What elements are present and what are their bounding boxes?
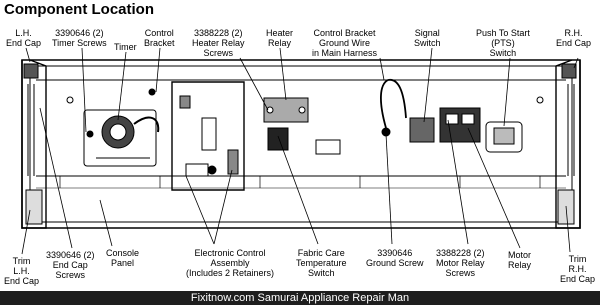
callout-line: Trim — [12, 256, 31, 266]
callout-line: 3388228 (2) — [436, 248, 485, 258]
callout-line: R.H. — [564, 28, 583, 38]
lh-end-cap — [21, 59, 47, 229]
callout-line: Relay — [508, 260, 532, 270]
callout-line: End Cap — [560, 274, 596, 284]
callout-line: End Cap — [556, 38, 592, 48]
callout-line: Bracket — [144, 38, 175, 48]
callout-line: Screws — [445, 268, 476, 278]
callout-line: Control — [144, 28, 174, 38]
timer-drawing — [83, 109, 160, 167]
callout-line: Relay — [268, 38, 292, 48]
callout-line: (PTS) — [491, 38, 515, 48]
callout-pts-switch: Push To Start(PTS)Switch — [476, 28, 530, 58]
callout-line: Switch — [308, 268, 335, 278]
callout-timer-screws: 3390646 (2)Timer Screws — [52, 28, 107, 48]
heater-relay-drawing — [263, 97, 309, 151]
callout-line: R.H. — [568, 264, 587, 274]
callout-line: Heater — [266, 28, 294, 38]
leader-lines — [21, 47, 579, 255]
callout-line: Screws — [203, 48, 234, 58]
callout-line: 3390646 — [377, 248, 413, 258]
callout-line: 3390646 (2) — [46, 250, 95, 260]
callout-line: Assembly — [210, 258, 250, 268]
callout-line: Motor — [508, 250, 532, 260]
callout-line: Timer — [114, 42, 137, 52]
footer-banner: Fixitnow.com Samurai Appliance Repair Ma… — [0, 291, 600, 305]
callout-line: Screws — [55, 270, 86, 280]
motor-relay-drawing — [439, 107, 481, 143]
callout-line: Panel — [111, 258, 135, 268]
callout-line: Signal — [414, 28, 440, 38]
signal-switch-drawing — [409, 117, 435, 143]
callout-line: Console — [106, 248, 140, 258]
callout-line: End Cap — [52, 260, 88, 270]
pts-switch-drawing — [485, 121, 523, 153]
callout-line: Switch — [414, 38, 441, 48]
callout-lh-end-cap: L.H.End Cap — [6, 28, 41, 48]
diagram-title: Component Location — [4, 1, 154, 18]
callout-line: Temperature — [296, 258, 347, 268]
callout-rh-end-cap: R.H.End Cap — [556, 28, 591, 48]
callout-line: Trim — [568, 254, 587, 264]
callout-line: Push To Start — [476, 28, 530, 38]
callout-line: Switch — [489, 48, 517, 58]
callout-line: L.H. — [15, 28, 32, 38]
callout-line: Electronic Control — [194, 248, 266, 258]
callout-line: Ground Wire — [319, 38, 371, 48]
callout-line: (Includes 2 Retainers) — [186, 268, 275, 278]
callout-line: 3390646 (2) — [55, 28, 104, 38]
electronic-control-board — [171, 81, 245, 191]
callout-line: Fabric Care — [297, 248, 345, 258]
ground-wire — [380, 79, 407, 129]
callout-line: End Cap — [6, 38, 42, 48]
callout-line: Ground Screw — [366, 258, 424, 268]
callout-timer: Timer — [114, 42, 137, 52]
callout-line: L.H. — [13, 266, 30, 276]
callout-line: Heater Relay — [192, 38, 245, 48]
callout-line: Control Bracket — [313, 28, 376, 38]
fabric-care-switch-drawing — [315, 139, 341, 155]
callout-line: End Cap — [4, 276, 40, 286]
callout-line: Timer Screws — [52, 38, 107, 48]
rh-end-cap — [555, 59, 581, 229]
callout-line: 3388228 (2) — [193, 28, 243, 38]
callout-line: in Main Harness — [312, 48, 378, 58]
callout-line: Motor Relay — [436, 258, 485, 268]
